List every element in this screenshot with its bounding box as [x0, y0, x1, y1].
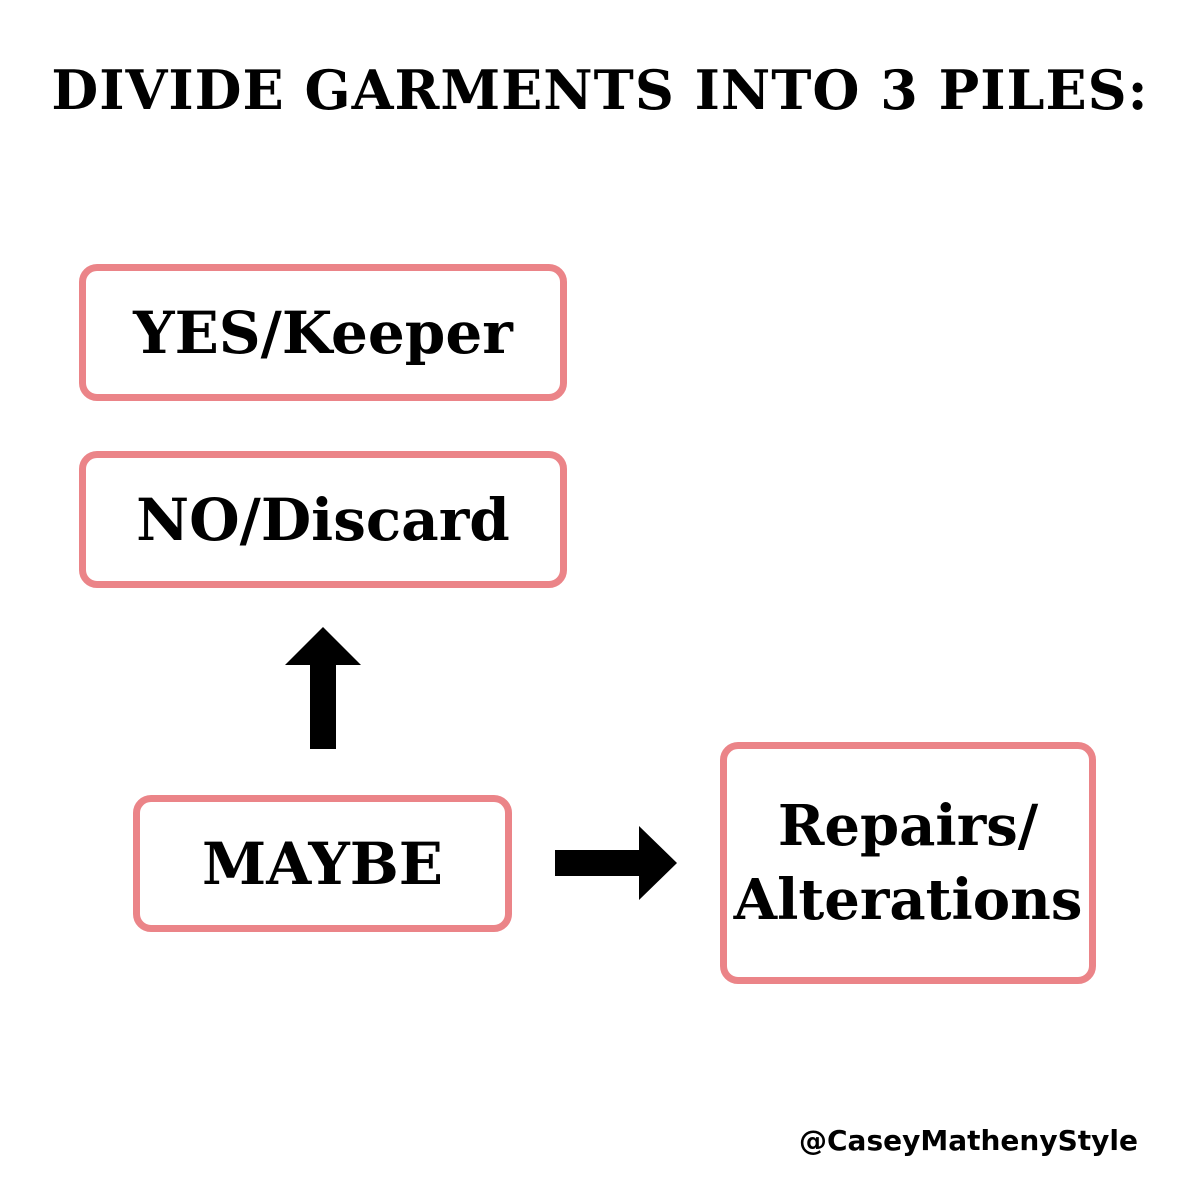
no-discard-box: NO/Discard	[79, 451, 567, 588]
repairs-alterations-box: Repairs/ Alterations	[720, 742, 1096, 984]
yes-keeper-box: YES/Keeper	[79, 264, 567, 401]
up-arrow-icon	[285, 627, 361, 749]
right-arrow-icon	[555, 826, 677, 900]
alterations-label: Alterations	[733, 867, 1083, 933]
social-handle: @CaseyMathenyStyle	[799, 1124, 1138, 1157]
maybe-label: MAYBE	[202, 829, 443, 898]
no-discard-label: NO/Discard	[136, 485, 510, 554]
maybe-box: MAYBE	[133, 795, 512, 932]
repairs-label: Repairs/	[777, 793, 1039, 859]
page-title: DIVIDE GARMENTS INTO 3 PILES:	[51, 58, 1149, 122]
yes-keeper-label: YES/Keeper	[133, 298, 513, 367]
